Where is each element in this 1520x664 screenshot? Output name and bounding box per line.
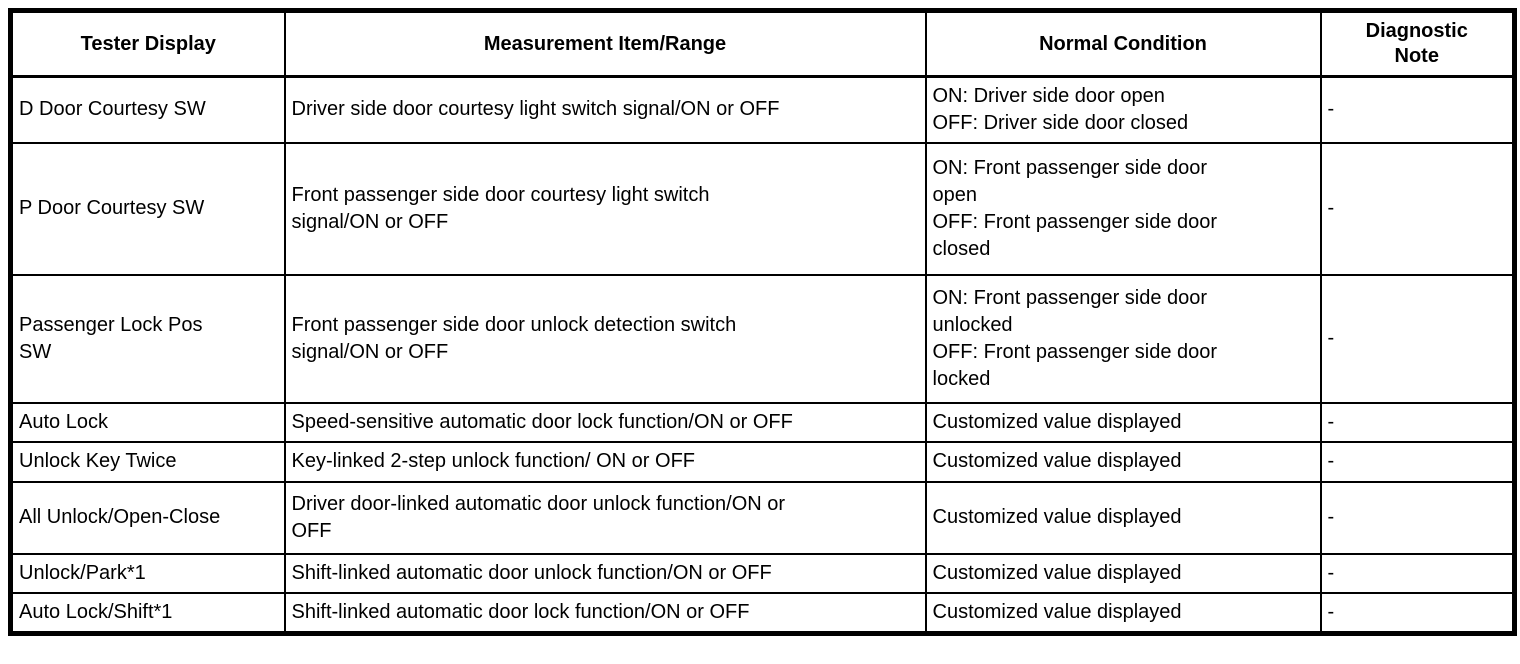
cell-diagnostic-note: - [1319,75,1516,144]
table-row: D Door Courtesy SW Driver side door cour… [9,75,1516,144]
cell-diagnostic-note: - [1319,141,1516,276]
cell-diagnostic-note: - [1319,273,1516,404]
cell-tester-display: Passenger Lock Pos SW [9,273,286,404]
column-header-normal-condition: Normal Condition [924,9,1322,78]
cell-measurement: Front passenger side door courtesy light… [283,141,927,276]
cell-normal-condition: Customized value displayed [924,480,1322,555]
cell-normal-condition: Customized value displayed [924,591,1322,635]
cell-normal-condition: Customized value displayed [924,552,1322,594]
cell-diagnostic-note: - [1319,401,1516,443]
cell-measurement: Key-linked 2-step unlock function/ ON or… [283,440,927,483]
table-header-row: Tester Display Measurement Item/Range No… [9,9,1516,78]
column-header-measurement-item-range: Measurement Item/Range [283,9,927,78]
cell-normal-condition: ON: Front passenger side door unlocked O… [924,273,1322,404]
cell-measurement: Driver door-linked automatic door unlock… [283,480,927,555]
cell-normal-condition: Customized value displayed [924,401,1322,443]
cell-measurement: Shift-linked automatic door unlock funct… [283,552,927,594]
cell-tester-display: Auto Lock [9,401,286,443]
cell-normal-condition: ON: Driver side door open OFF: Driver si… [924,75,1322,144]
cell-tester-display: Unlock/Park*1 [9,552,286,594]
cell-tester-display: D Door Courtesy SW [9,75,286,144]
column-header-tester-display: Tester Display [9,9,286,78]
table-row: Passenger Lock Pos SW Front passenger si… [9,273,1516,404]
diagnostic-data-table: Tester Display Measurement Item/Range No… [8,8,1517,636]
table-row: All Unlock/Open-Close Driver door-linked… [9,480,1516,555]
table-row: Auto Lock/Shift*1 Shift-linked automatic… [9,591,1516,635]
table-row: P Door Courtesy SW Front passenger side … [9,141,1516,276]
cell-normal-condition: ON: Front passenger side door open OFF: … [924,141,1322,276]
table-row: Unlock Key Twice Key-linked 2-step unloc… [9,440,1516,483]
cell-measurement: Driver side door courtesy light switch s… [283,75,927,144]
column-header-diagnostic-note: Diagnostic Note [1319,9,1516,78]
cell-tester-display: Auto Lock/Shift*1 [9,591,286,635]
table-row: Unlock/Park*1 Shift-linked automatic doo… [9,552,1516,594]
cell-diagnostic-note: - [1319,552,1516,594]
cell-diagnostic-note: - [1319,480,1516,555]
cell-diagnostic-note: - [1319,591,1516,635]
cell-measurement: Shift-linked automatic door lock functio… [283,591,927,635]
cell-measurement: Speed-sensitive automatic door lock func… [283,401,927,443]
cell-tester-display: All Unlock/Open-Close [9,480,286,555]
table-row: Auto Lock Speed-sensitive automatic door… [9,401,1516,443]
cell-tester-display: P Door Courtesy SW [9,141,286,276]
cell-measurement: Front passenger side door unlock detecti… [283,273,927,404]
cell-tester-display: Unlock Key Twice [9,440,286,483]
cell-diagnostic-note: - [1319,440,1516,483]
cell-normal-condition: Customized value displayed [924,440,1322,483]
